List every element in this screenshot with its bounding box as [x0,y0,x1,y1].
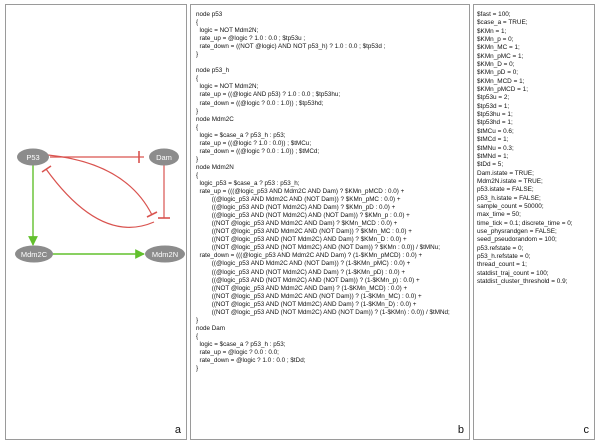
model-code-line: ((@logic_p53 AND (NOT Mdm2C) AND Dam) ? … [196,204,396,212]
config-line: $KMn_pD = 0; [477,69,519,77]
model-code-line: ((NOT @logic_p53 AND (NOT Mdm2C) AND (NO… [196,244,440,252]
config-line: p53_h.istate = FALSE; [477,194,541,202]
model-code-line: node p53 [196,11,223,18]
model-code-line: logic = NOT Mdm2N; [196,27,259,35]
config-line: $tDd = 5; [477,161,504,169]
model-code-line: rate_up = @logic ? 0.0 : 0.0; [196,348,279,356]
model-code-line: { [196,332,199,340]
model-code-line: rate_down = (((@logic_p53 AND Mdm2C AND … [196,252,423,260]
config-line: $KMn_MCD = 1; [477,77,525,85]
config-line: $tp53hd = 1; [477,119,513,127]
model-code-panel: node p53{ logic = NOT Mdm2N; rate_up = @… [190,4,470,440]
node-mdm2c-label: Mdm2C [21,250,48,259]
model-code-line: rate_down = ((@logic ? 0.0 : 1.0)) ; $tM… [196,147,320,155]
config-line: p53.refstate = 0; [477,244,524,252]
model-code-line: rate_up = @logic ? 1.0 : 0.0 ; $tp53u ; [196,35,306,43]
model-code-line: ((@logic_p53 AND (NOT Mdm2C) AND (NOT Da… [196,276,420,284]
model-code-line: ((NOT @logic_p53 AND (NOT Mdm2C) AND (NO… [196,308,450,316]
model-code-line: node p53_h [196,67,230,75]
config-line: seed_pseudorandom = 100; [477,236,557,244]
config-panel: $fast = 100;$case_a = TRUE;$KMn = 1;$KMn… [473,4,595,440]
model-code-line [196,59,465,67]
config-line: thread_count = 1; [477,261,527,269]
config-line: $KMn_MC = 1; [477,44,520,52]
model-code-line: ((@logic_p53 AND Mdm2C AND (NOT Dam)) ? … [196,260,411,268]
node-mdm2n: Mdm2N [145,245,185,263]
model-code-line: ((@logic_p53 AND (NOT Mdm2C) AND Dam) ? … [196,268,406,276]
model-code-line: node Dam [196,324,226,332]
edge-mdm2n-inhibits-p53-bar [41,165,52,173]
model-code-line: rate_up = (((@logic_p53 AND Mdm2C AND Da… [196,188,405,196]
model-code-line: node Mdm2C [196,115,234,123]
config-line: Dam.istate = TRUE; [477,169,534,177]
model-code-text: node p53{ logic = NOT Mdm2N; rate_up = @… [196,11,465,373]
model-code-line: logic = $case_a ? p53_h : p53; [196,340,286,348]
network-panel: P53 Dam Mdm2C Mdm2N a [5,4,187,440]
model-code-line: ((NOT @logic_p53 AND Mdm2C AND (NOT Dam)… [196,228,412,236]
model-code-line: { [196,75,199,83]
model-code-line: { [196,19,199,27]
model-code-line: ((NOT @logic_p53 AND Mdm2C AND Dam) ? $K… [196,220,398,228]
node-mdm2n-label: Mdm2N [152,250,178,259]
node-dam: Dam [149,148,179,166]
config-line: $KMn_pMC = 1; [477,52,524,60]
model-code-line: { [196,123,199,131]
config-line: time_tick = 0.1; discrete_time = 0; [477,219,573,227]
config-line: $tp53hu = 1; [477,111,513,119]
node-dam-label: Dam [156,153,172,162]
panel-b-tag: b [457,424,464,436]
model-code-line: } [196,316,199,324]
node-p53-label: P53 [26,153,39,162]
model-code-line: ((NOT @logic_p53 AND (NOT Mdm2C) AND Dam… [196,236,407,244]
config-line: $tp53d = 1; [477,102,510,110]
model-code-line: rate_down = ((NOT @logic) AND NOT p53_h)… [196,43,386,51]
model-code-line: } [196,51,199,59]
model-code-line: logic = NOT Mdm2N; [196,83,259,91]
edge-mdm2n-inhibits-p53 [45,168,155,228]
config-line: $tMNu = 0.3; [477,144,514,152]
model-code-line: ((NOT @logic_p53 AND (NOT Mdm2C) AND Dam… [196,300,417,308]
config-line: $fast = 100; [477,11,511,18]
model-code-line: } [196,155,199,163]
config-line: statdist_cluster_threshold = 0.9; [477,278,568,285]
config-line: $tp53u = 2; [477,94,510,102]
config-line: $KMn_pMCD = 1; [477,86,528,94]
model-code-line: rate_down = @logic ? 1.0 : 0.0 ; $tDd; [196,357,306,365]
panel-c-tag: c [583,424,590,436]
config-line: sample_count = 50000; [477,202,544,210]
config-line: $case_a = TRUE; [477,19,528,27]
model-code-line: } [196,107,199,115]
config-line: p53.istate = FALSE; [477,186,534,194]
config-line: $tMCu = 0.6; [477,127,514,135]
config-line: $KMn_D = 0; [477,61,515,69]
model-code-line: rate_up = ((@logic ? 1.0 : 0.0)) ; $tMCu… [196,139,312,147]
model-code-line: rate_up = ((@logic AND p53) ? 1.0 : 0.0 … [196,91,341,99]
model-code-line: } [196,365,199,373]
config-line: Mdm2N.istate = TRUE; [477,177,543,185]
config-line: $tMNd = 1; [477,152,509,160]
config-line: $tMCd = 1; [477,136,509,144]
model-code-line: { [196,171,199,179]
config-line: $KMn = 1; [477,27,507,35]
network-diagram: P53 Dam Mdm2C Mdm2N [15,148,185,263]
edge-p53-inhibits-mdm2n [47,154,153,216]
config-line: max_time = 50; [477,211,521,219]
model-code-line: node Mdm2N [196,163,234,171]
config-line: p53_h.refstate = 0; [477,252,531,260]
edge-p53-inhibits-mdm2n-bar [146,211,158,218]
config-line: use_physrandgen = FALSE; [477,227,557,235]
model-code-line: rate_down = ((@logic ? 0.0 : 1.0)) ; $tp… [196,99,324,107]
model-code-line: ((NOT @logic_p53 AND Mdm2C AND Dam) ? (1… [196,284,408,292]
model-code-line: ((NOT @logic_p53 AND Mdm2C AND (NOT Dam)… [196,292,422,300]
model-code-line: logic = $case_a ? p53_h : p53; [196,131,286,139]
config-text: $fast = 100;$case_a = TRUE;$KMn = 1;$KMn… [477,11,590,286]
model-code-line: logic_p53 = $case_a ? p53 : p53_h; [196,179,300,187]
config-line: statdist_traj_count = 100; [477,269,549,277]
node-mdm2c: Mdm2C [15,245,53,263]
config-line: $KMn_p = 0; [477,36,514,44]
panel-a-tag: a [174,424,181,436]
model-code-line: ((@logic_p53 AND (NOT Mdm2C) AND (NOT Da… [196,212,410,220]
model-code-line: ((@logic_p53 AND Mdm2C AND (NOT Dam)) ? … [196,196,401,204]
node-p53: P53 [17,148,49,166]
